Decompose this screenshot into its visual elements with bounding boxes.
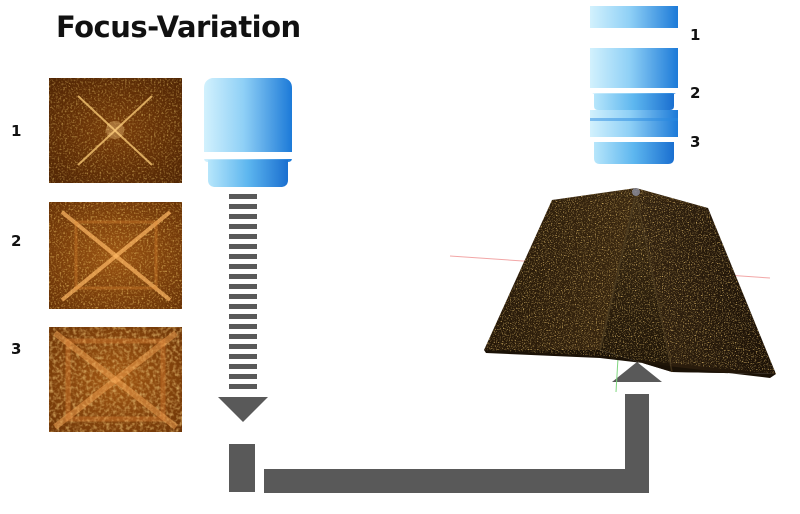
- micrograph-image-1: [49, 78, 182, 183]
- scan-arrow-dashed: [218, 194, 268, 422]
- lens-position-2: [590, 48, 678, 94]
- micrograph-image-2: [49, 202, 182, 309]
- objective-lens-stack: [590, 6, 678, 164]
- focus-label-2: 2: [690, 84, 701, 102]
- lens-position-3: [590, 110, 678, 138]
- reconstructed-3d-surface: [484, 188, 776, 378]
- image-label-1: 1: [11, 122, 22, 140]
- micrograph-image-3: [49, 327, 182, 432]
- lens-position-1: [590, 6, 678, 28]
- diagram-title: Focus-Variation: [56, 10, 301, 44]
- process-arrow: [229, 362, 662, 493]
- image-label-2: 2: [11, 232, 22, 250]
- image-label-3: 3: [11, 340, 22, 358]
- objective-lens-left: [204, 78, 292, 187]
- focus-label-3: 3: [690, 133, 701, 151]
- focus-label-1: 1: [690, 26, 701, 44]
